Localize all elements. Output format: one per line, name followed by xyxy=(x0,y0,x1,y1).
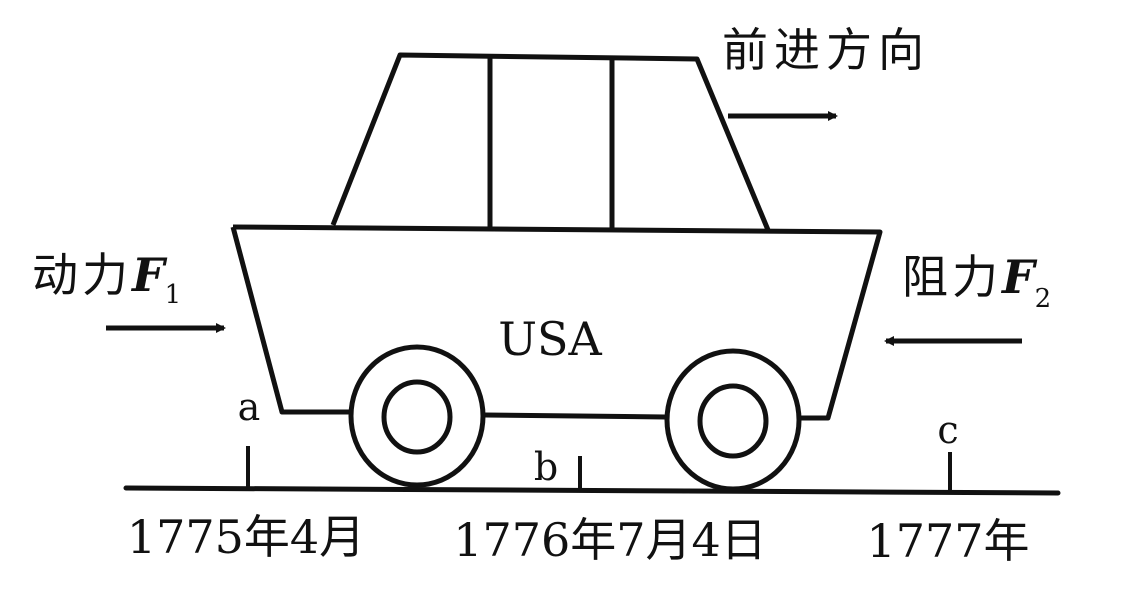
svg-text:阻力F2: 阻力F2 xyxy=(902,250,1051,314)
driving-force-label: 动力F1 xyxy=(32,248,181,310)
resistance-force-text: 阻力 xyxy=(902,250,1002,304)
timeline-point-b: b 1776年7月4日 xyxy=(453,445,767,567)
date-label-b: 1776年7月4日 xyxy=(453,513,767,567)
marker-label-b: b xyxy=(534,445,558,489)
resistance-force-subscript: 2 xyxy=(1035,284,1052,314)
marker-label-c: c xyxy=(937,408,958,452)
svg-text:动力F1: 动力F1 xyxy=(32,248,181,310)
driving-force-text: 动力 xyxy=(32,248,132,302)
car-cabin xyxy=(330,52,771,231)
front-wheel xyxy=(664,348,802,492)
car-subject-label: USA xyxy=(498,312,602,366)
car-body xyxy=(230,224,883,421)
date-label-c: 1777年 xyxy=(866,514,1029,568)
timeline-axis xyxy=(123,485,1061,496)
driving-force-symbol: F xyxy=(130,248,168,302)
timeline-point-a: a 1775年4月 xyxy=(127,385,365,564)
resistance-force-label: 阻力F2 xyxy=(902,250,1051,314)
timeline-point-c: c 1777年 xyxy=(866,408,1029,568)
driving-force-subscript: 1 xyxy=(165,280,182,310)
forward-direction-label: 前进方向 xyxy=(722,23,930,77)
rear-wheel xyxy=(348,344,486,488)
marker-label-a: a xyxy=(238,385,261,429)
resistance-force-symbol: F xyxy=(1000,250,1038,304)
date-label-a: 1775年4月 xyxy=(127,510,365,564)
